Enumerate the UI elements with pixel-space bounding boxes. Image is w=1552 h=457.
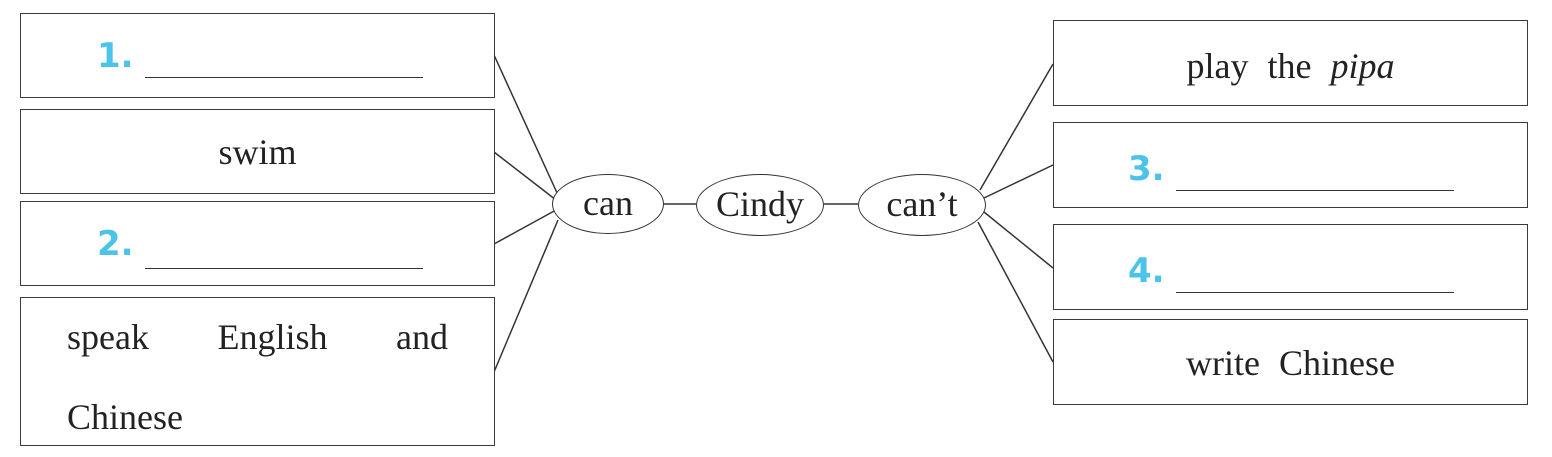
right-box-2: 3. (1053, 122, 1528, 208)
item-number: 4. (1128, 251, 1165, 291)
left-box-2: swim (20, 109, 495, 194)
answer-blank-1[interactable] (145, 77, 423, 78)
item-number: 1. (97, 36, 134, 76)
cant-node: can’t (858, 174, 986, 236)
activity-play-pipa-italic: pipa (1330, 46, 1395, 86)
cindy-node: Cindy (696, 174, 824, 236)
answer-blank-4[interactable] (1176, 292, 1454, 293)
right-box-4: write Chinese (1053, 319, 1528, 405)
answer-blank-2[interactable] (145, 268, 423, 269)
activity-play-pipa-plain: play the (1186, 46, 1312, 86)
connector-left-2 (493, 151, 557, 201)
activity-write-chinese: write Chinese (1186, 343, 1395, 383)
right-box-3: 4. (1053, 224, 1528, 310)
left-box-1: 1. (20, 13, 495, 98)
connector-left-3 (493, 209, 557, 245)
connector-right-2 (983, 164, 1054, 199)
connector-right-4 (977, 221, 1054, 363)
connector-left-4 (493, 219, 559, 373)
item-number: 3. (1128, 149, 1165, 189)
left-box-4: speak English and Chinese (20, 297, 495, 446)
connector-right-1 (979, 63, 1054, 191)
left-box-3: 2. (20, 201, 495, 286)
connector-right-3 (983, 211, 1054, 269)
activity-play-pipa: play the pipa (1054, 45, 1527, 87)
connector-left-1 (493, 54, 559, 196)
activity-swim: swim (218, 132, 297, 172)
right-box-1: play the pipa (1053, 20, 1528, 106)
can-node: can (552, 174, 664, 234)
answer-blank-3[interactable] (1176, 190, 1454, 191)
item-number: 2. (97, 224, 134, 264)
activity-speak-english-chinese: speak English and Chinese (67, 317, 448, 437)
